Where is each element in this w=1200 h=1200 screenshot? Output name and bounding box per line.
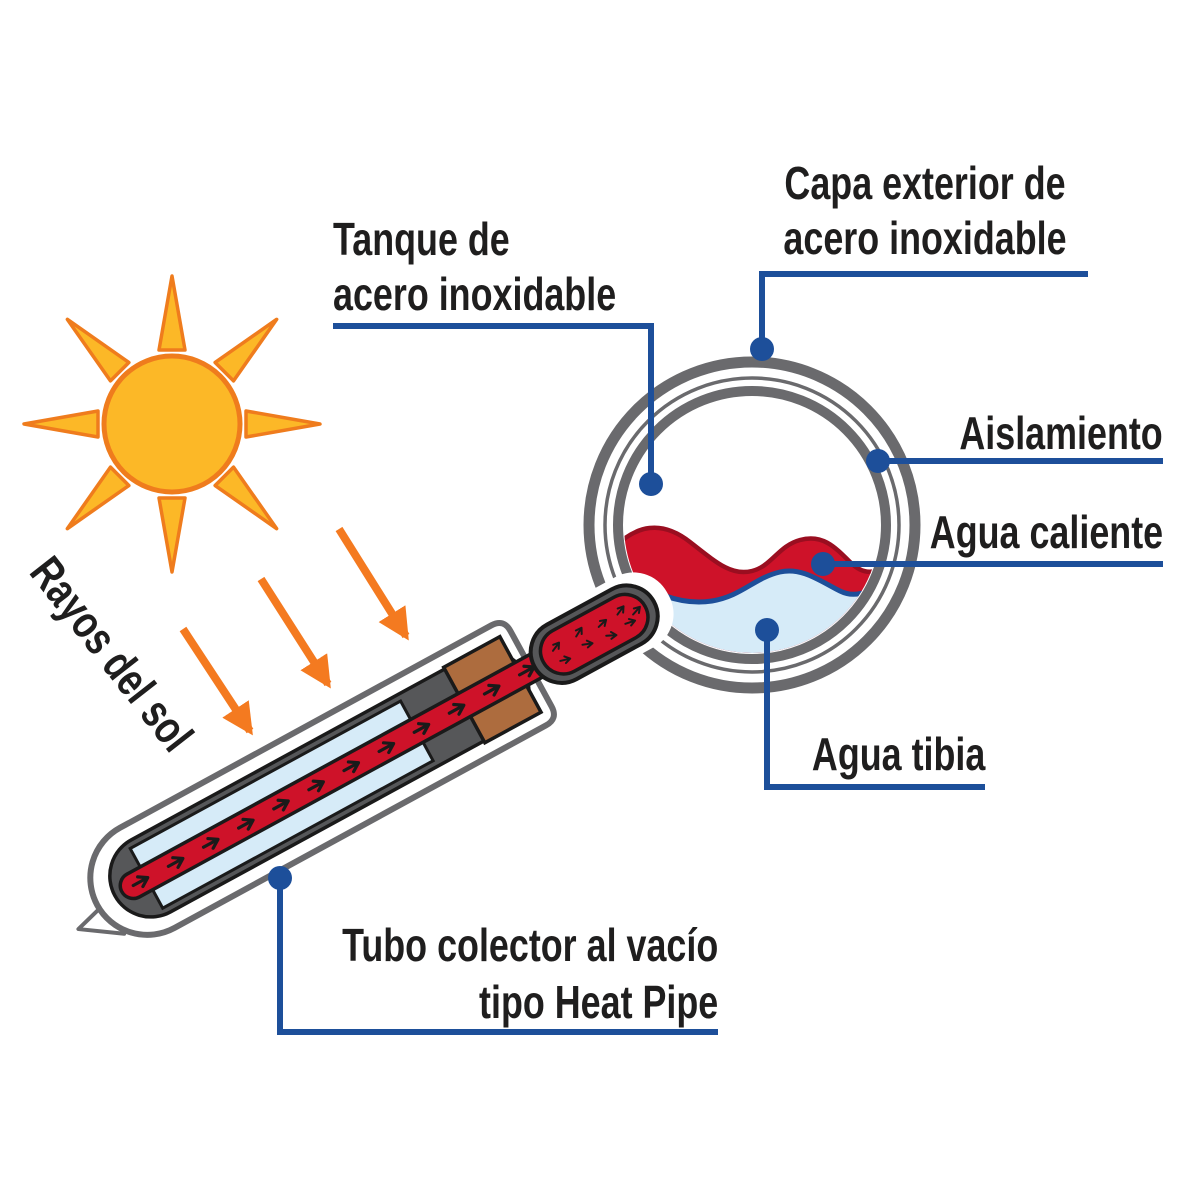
sun-ray-icon xyxy=(157,496,187,574)
capa-exterior-callout-line xyxy=(759,271,1088,349)
tank-insulation-ring xyxy=(603,376,901,674)
solar-ray-arrow-icon xyxy=(179,626,254,736)
aislamiento-callout-dot xyxy=(866,449,890,473)
sun-ray-icon xyxy=(56,308,131,383)
sun-ray-icon xyxy=(22,409,100,439)
label-tanque: Tanque de acero inoxidable xyxy=(333,212,616,322)
label-capa-exterior: Capa exterior de acero inoxidable xyxy=(769,156,1081,266)
callouts xyxy=(268,271,1163,1035)
tank-outer-steel-ring xyxy=(583,356,921,694)
agua-caliente-callout-dot xyxy=(811,552,835,576)
solar-ray-arrow-icon xyxy=(335,526,410,641)
label-agua-tibia: Agua tibia xyxy=(811,728,985,780)
label-tubo-line2: tipo Heat Pipe xyxy=(478,976,718,1028)
tanque-callout-line xyxy=(333,323,654,484)
label-capa-exterior-line2: acero inoxidable xyxy=(783,212,1067,264)
water-boundary-line xyxy=(624,568,880,605)
solar-ray-arrow-icon xyxy=(257,576,332,689)
label-aislamiento: Aislamiento xyxy=(959,407,1163,459)
condenser-bulb xyxy=(538,592,650,676)
label-agua-caliente: Agua caliente xyxy=(929,506,1163,558)
label-tanque-line2: acero inoxidable xyxy=(333,268,617,320)
collector-tube xyxy=(76,572,674,938)
sun-ray-icon xyxy=(157,274,187,352)
tanque-callout-dot xyxy=(639,472,663,496)
sun-ray-icon xyxy=(56,465,131,540)
sun-icon xyxy=(22,274,322,574)
solar-ray-arrows xyxy=(179,526,410,736)
tubo-callout-dot xyxy=(268,866,292,890)
capa-exterior-callout-dot xyxy=(750,337,774,361)
agua-tibia-callout-dot xyxy=(755,618,779,642)
sun-ray-icon xyxy=(213,465,288,540)
label-tanque-line1: Tanque de xyxy=(333,213,510,265)
label-tubo: Tubo colector al vacío tipo Heat Pipe xyxy=(342,917,718,1031)
sun-ray-icon xyxy=(213,308,288,383)
sun-ray-icon xyxy=(244,409,322,439)
tubo-callout-line xyxy=(277,878,718,1035)
sun-body xyxy=(101,353,243,495)
label-capa-exterior-line1: Capa exterior de xyxy=(784,157,1066,209)
agua-tibia-callout-line xyxy=(764,630,985,790)
tank-inner-ring xyxy=(613,386,891,664)
label-tubo-line1: Tubo colector al vacío xyxy=(341,919,718,971)
